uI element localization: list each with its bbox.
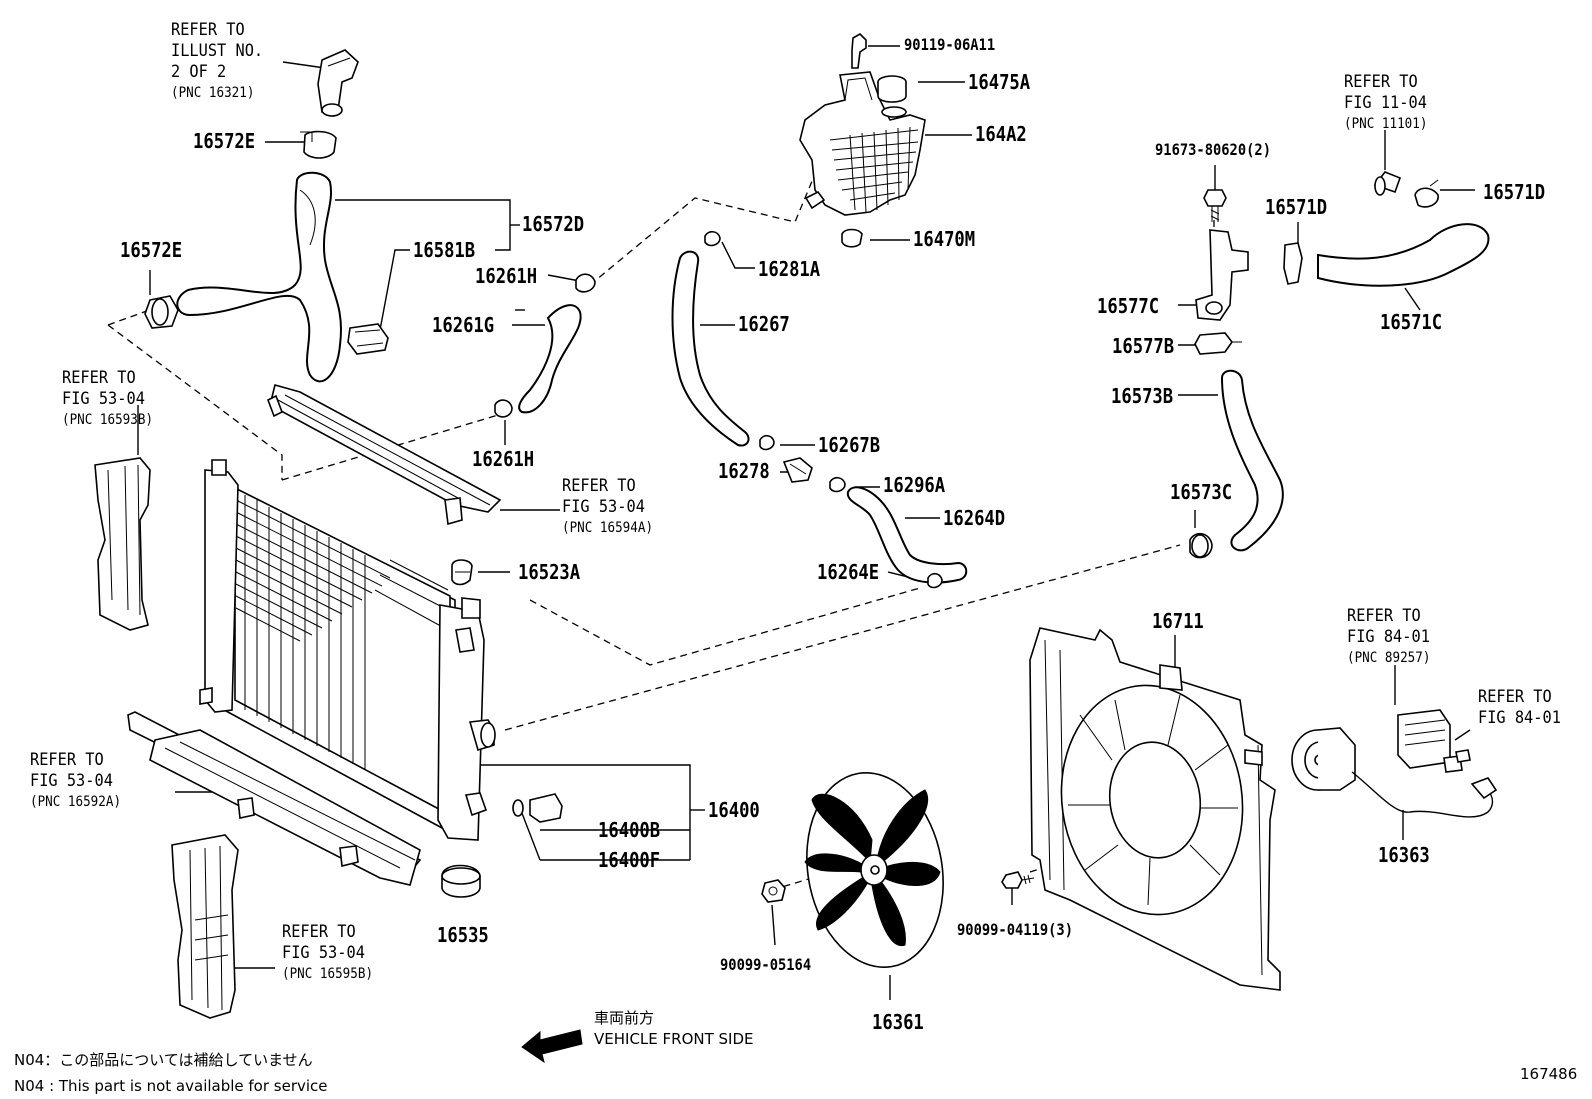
- refer-to-fig-11-04: REFER TO FIG 11-04 (PNC 11101): [1344, 72, 1427, 135]
- ref-line: REFER TO: [1347, 606, 1421, 626]
- fan-motor-16363: [1291, 709, 1498, 818]
- vehicle-front-arrow-icon: [521, 1029, 583, 1064]
- side-seals: [94, 457, 239, 1019]
- callout-16267B: 16267B: [818, 433, 881, 457]
- callout-90099-05164: 90099-05164: [720, 955, 812, 974]
- ref-pnc: (PNC 16593B): [62, 412, 154, 428]
- heater-hose-group: [1189, 171, 1490, 559]
- refer-to-fig-53-04-16594A: REFER TO FIG 53-04 (PNC 16594A): [562, 476, 653, 539]
- callout-16363: 16363: [1378, 843, 1430, 867]
- callout-16261H-top: 16261H: [475, 264, 538, 288]
- callout-90099-04119: 90099-04119(3): [957, 920, 1073, 939]
- ref-line: ILLUST NO.: [171, 41, 264, 61]
- ref-line: FIG 53-04: [30, 771, 113, 791]
- radiator-assembly-16400: [127, 384, 563, 898]
- ref-line: FIG 53-04: [562, 497, 645, 517]
- callout-16361: 16361: [872, 1010, 924, 1034]
- ref-pnc: (PNC 89257): [1347, 650, 1431, 666]
- callout-16572E-left: 16572E: [120, 238, 183, 262]
- callout-16711: 16711: [1152, 609, 1204, 633]
- ref-line: REFER TO: [30, 750, 104, 770]
- callout-16581B: 16581B: [413, 238, 476, 262]
- ref-line: FIG 11-04: [1344, 93, 1427, 113]
- callout-16535: 16535: [437, 923, 489, 947]
- vehicle-front-label-en: VEHICLE FRONT SIDE: [594, 1030, 754, 1048]
- callout-90119-06A11: 90119-06A11: [904, 35, 996, 54]
- leader-lines: [137, 45, 1475, 1000]
- callout-16264E: 16264E: [817, 560, 880, 584]
- callout-16278: 16278: [718, 459, 770, 483]
- ref-pnc: (PNC 16592A): [30, 794, 122, 810]
- callout-16261G: 16261G: [432, 313, 495, 337]
- refer-to-fig-53-04-16592A: REFER TO FIG 53-04 (PNC 16592A): [30, 750, 121, 813]
- ref-line: REFER TO: [1344, 72, 1418, 92]
- callout-16571C: 16571C: [1380, 310, 1443, 334]
- cooling-fan-16361: [761, 771, 944, 969]
- callout-16573C: 16573C: [1170, 480, 1233, 504]
- ref-line: FIG 84-01: [1478, 708, 1561, 728]
- ref-line: 2 OF 2: [171, 62, 227, 82]
- callout-16572D: 16572D: [522, 212, 585, 236]
- ref-pnc: (PNC 11101): [1344, 116, 1428, 132]
- callout-16281A: 16281A: [758, 257, 821, 281]
- refer-to-fig-84-01-89257: REFER TO FIG 84-01 (PNC 89257): [1347, 606, 1430, 669]
- callout-16572E-top: 16572E: [193, 129, 256, 153]
- ref-pnc: (PNC 16321): [171, 85, 255, 101]
- callout-16296A: 16296A: [883, 473, 946, 497]
- callout-16264D: 16264D: [943, 506, 1006, 530]
- footnote-n04-jp: N04：この部品については補給していません: [14, 1051, 313, 1069]
- diagram-id: 167486: [1520, 1065, 1578, 1083]
- reserve-hose-16261G: [494, 273, 596, 418]
- refer-to-fig-84-01: REFER TO FIG 84-01: [1478, 687, 1561, 729]
- reservoir-tank-164A2: [799, 33, 926, 248]
- callout-16523A: 16523A: [518, 560, 581, 584]
- callout-164A2: 164A2: [975, 122, 1027, 146]
- vehicle-front-label-jp: 車両前方: [594, 1009, 655, 1027]
- callout-16400B: 16400B: [598, 818, 661, 842]
- ref-pnc: (PNC 16594A): [562, 520, 654, 536]
- callout-16261H-bottom: 16261H: [472, 447, 535, 471]
- ref-line: FIG 53-04: [282, 943, 365, 963]
- ref-line: FIG 84-01: [1347, 627, 1430, 647]
- callout-91673-80620: 91673-80620(2): [1155, 140, 1271, 159]
- refer-to-fig-53-04-16595B: REFER TO FIG 53-04 (PNC 16595B): [282, 922, 373, 985]
- callout-16400: 16400: [708, 798, 760, 822]
- upper-radiator-hose-group: [144, 49, 389, 383]
- footnote-n04-en: N04 : This part is not available for ser…: [14, 1077, 328, 1095]
- callout-16577B: 16577B: [1112, 334, 1175, 358]
- ref-line: REFER TO: [171, 20, 245, 40]
- ref-line: FIG 53-04: [62, 389, 145, 409]
- callout-16470M: 16470M: [913, 227, 976, 251]
- callout-16267: 16267: [738, 312, 790, 336]
- callout-16573B: 16573B: [1111, 384, 1174, 408]
- ref-line: REFER TO: [62, 368, 136, 388]
- reserve-hoses: [671, 230, 968, 589]
- refer-to-fig-53-04-16593B: REFER TO FIG 53-04 (PNC 16593B): [62, 368, 153, 431]
- callout-16577C: 16577C: [1097, 294, 1160, 318]
- ref-line: REFER TO: [1478, 687, 1552, 707]
- ref-line: REFER TO: [562, 476, 636, 496]
- callout-16571D-top: 16571D: [1483, 180, 1546, 204]
- callout-16475A: 16475A: [968, 70, 1031, 94]
- fan-shroud-16711: [1001, 627, 1281, 991]
- ref-pnc: (PNC 16595B): [282, 966, 374, 982]
- ref-line: REFER TO: [282, 922, 356, 942]
- callout-16400F: 16400F: [598, 848, 661, 872]
- refer-to-illust-2of2: REFER TO ILLUST NO. 2 OF 2 (PNC 16321): [171, 20, 263, 104]
- callout-16571D-mid: 16571D: [1265, 195, 1328, 219]
